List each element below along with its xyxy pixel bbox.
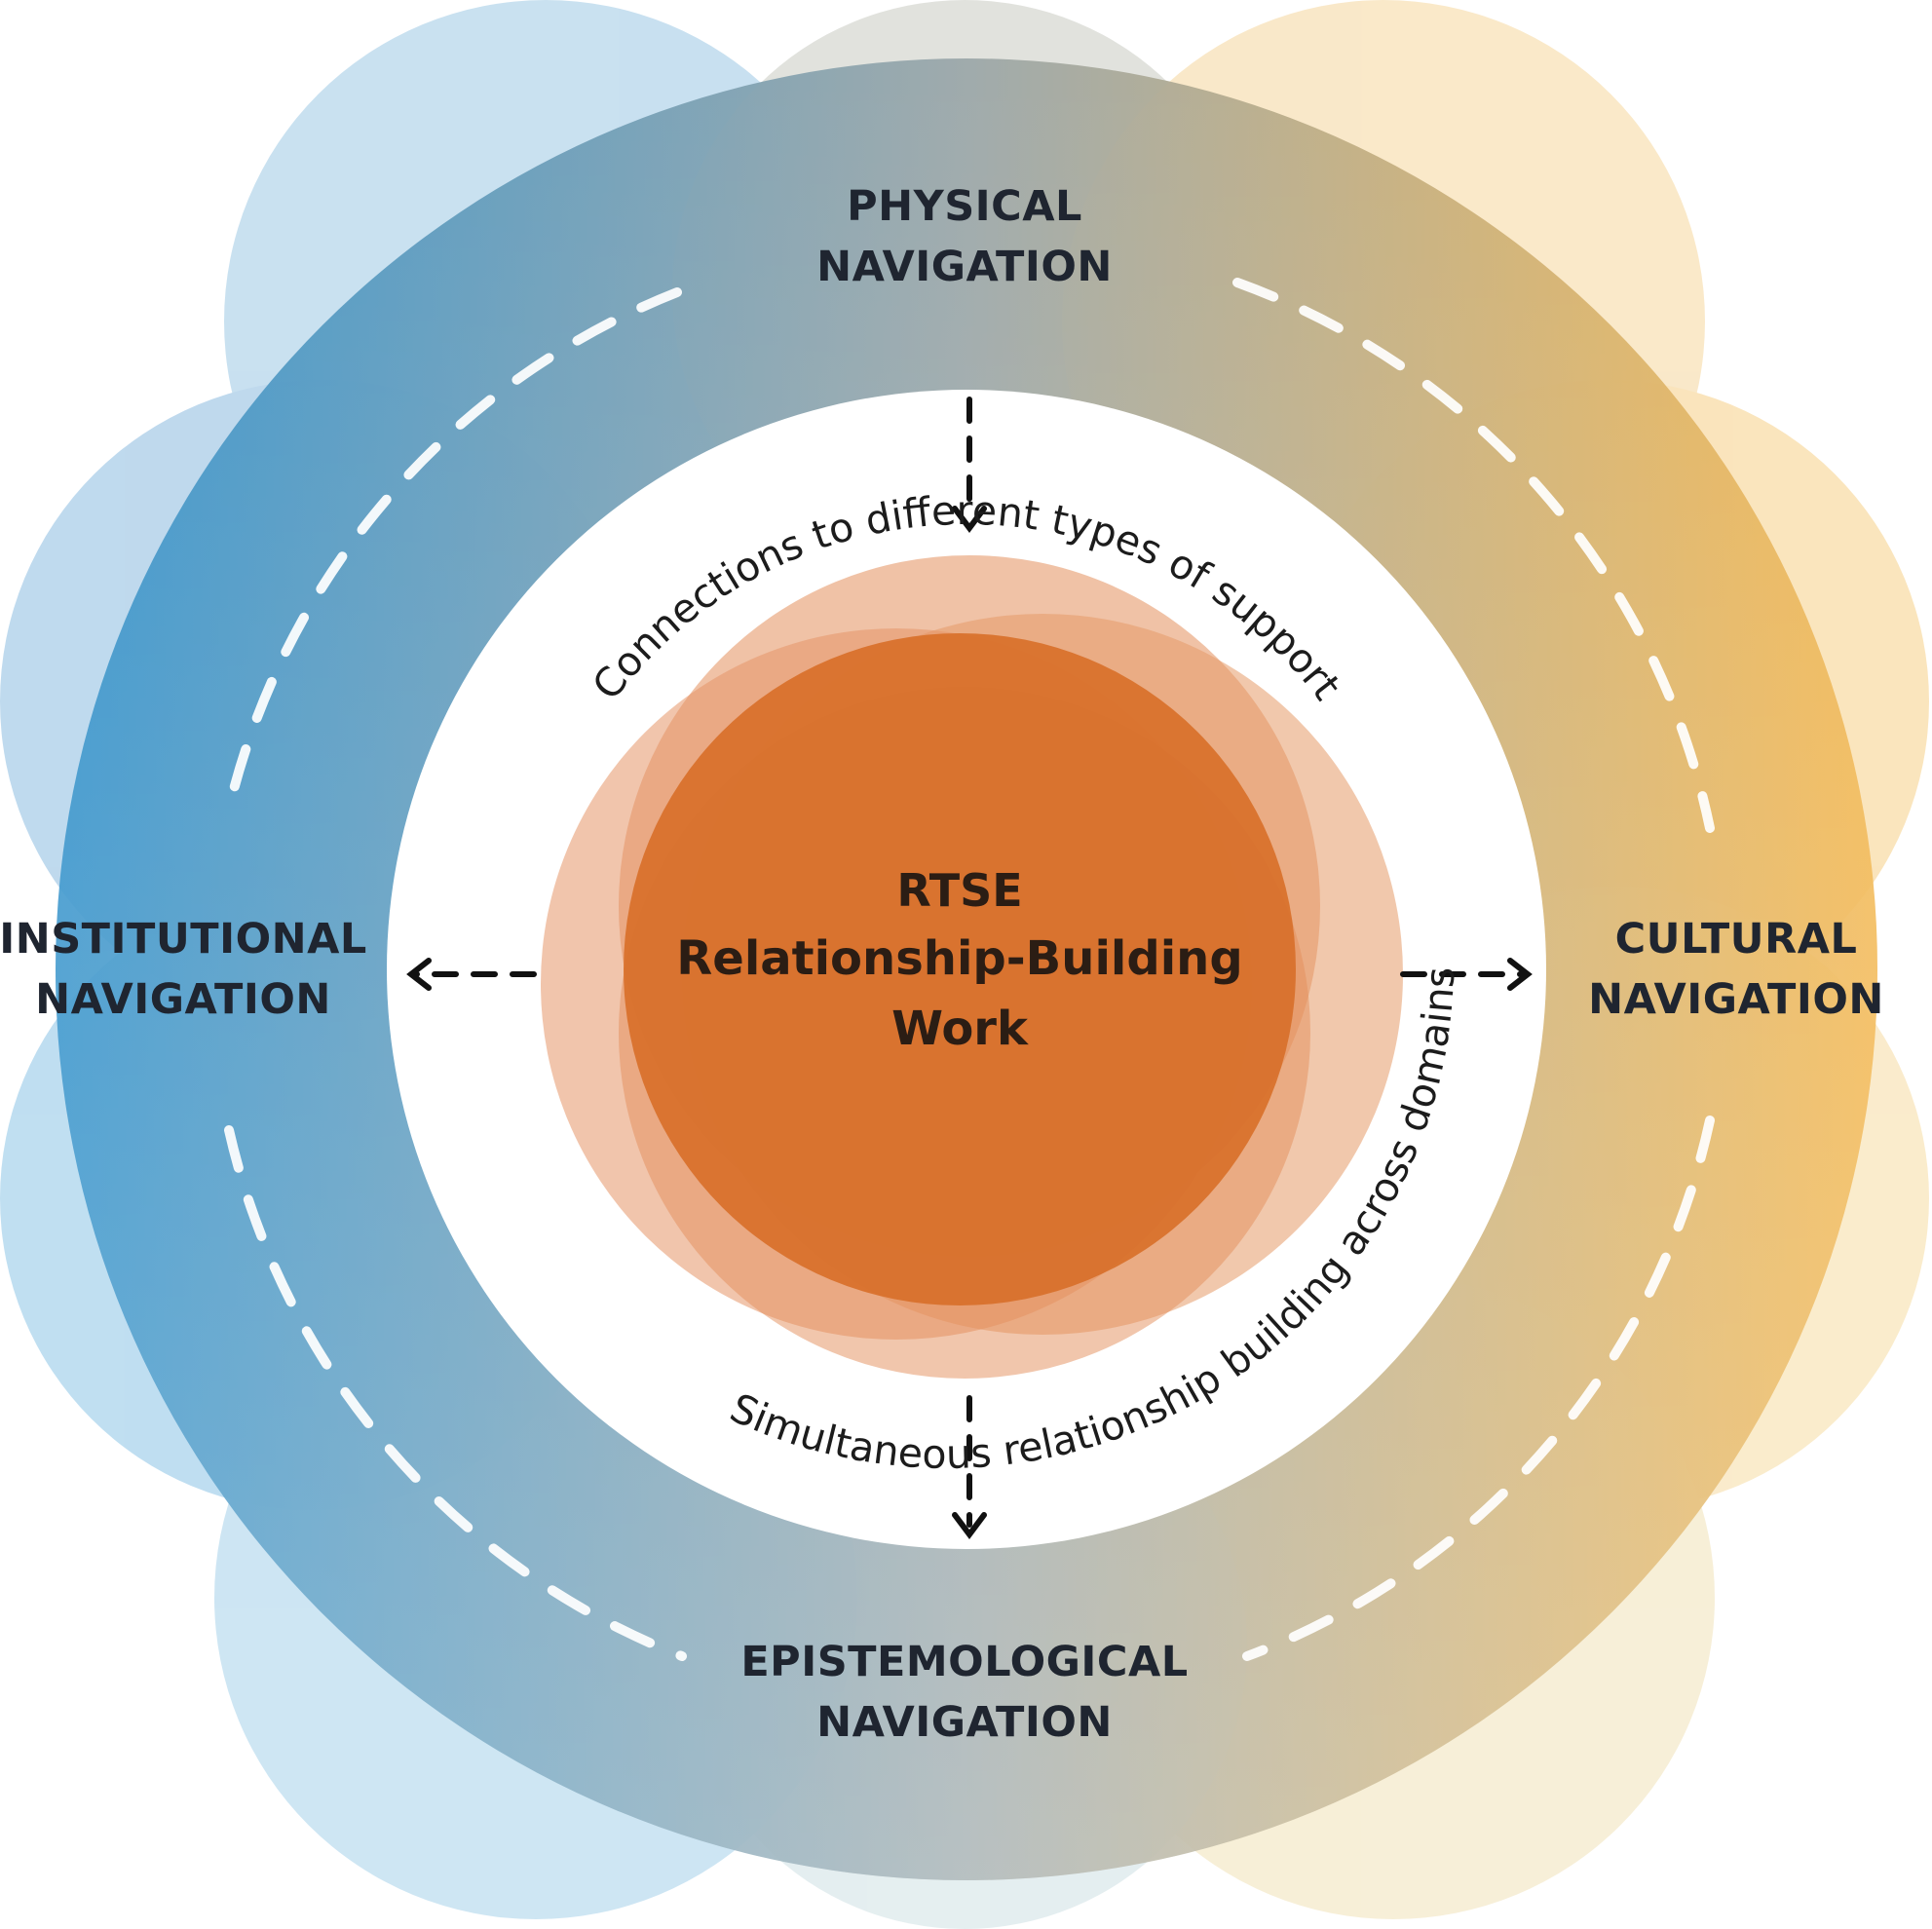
dashed-arc-top-left bbox=[224, 287, 682, 813]
domain-institutional-line-2: NAVIGATION bbox=[35, 975, 331, 1024]
center-title-line-1: RTSE bbox=[896, 864, 1022, 917]
domain-cultural: CULTURAL NAVIGATION bbox=[1588, 915, 1884, 1024]
center-discs bbox=[541, 555, 1403, 1379]
center-title-line-2: Relationship-Building bbox=[676, 931, 1242, 986]
center-disc-core bbox=[624, 633, 1296, 1305]
arrow-left bbox=[406, 958, 537, 991]
domain-cultural-line-2: NAVIGATION bbox=[1588, 975, 1884, 1024]
domain-institutional-line-1: INSTITUTIONAL bbox=[0, 915, 367, 964]
domain-cultural-line-1: CULTURAL bbox=[1615, 915, 1858, 964]
arrow-down bbox=[952, 1395, 987, 1539]
domain-epistemological-line-2: NAVIGATION bbox=[816, 1698, 1113, 1747]
domain-physical-line-2: NAVIGATION bbox=[816, 243, 1113, 291]
domain-physical-line-1: PHYSICAL bbox=[847, 182, 1082, 231]
center-title: RTSE Relationship-Building Work bbox=[676, 864, 1242, 1056]
dashed-arc-top-right bbox=[1232, 278, 1715, 833]
dashed-arc-bottom-left bbox=[224, 1125, 687, 1661]
arrows bbox=[406, 397, 1533, 1539]
arrow-up bbox=[952, 397, 987, 533]
arrow-right bbox=[1400, 958, 1533, 991]
domain-institutional: INSTITUTIONAL NAVIGATION bbox=[0, 915, 367, 1024]
center-title-line-3: Work bbox=[891, 1002, 1029, 1056]
dashed-arcs bbox=[224, 278, 1715, 1661]
domain-epistemological: EPISTEMOLOGICAL NAVIGATION bbox=[740, 1638, 1188, 1747]
domain-epistemological-line-1: EPISTEMOLOGICAL bbox=[740, 1638, 1188, 1686]
dashed-arc-bottom-right bbox=[1242, 1116, 1715, 1661]
domain-physical: PHYSICAL NAVIGATION bbox=[816, 182, 1113, 291]
